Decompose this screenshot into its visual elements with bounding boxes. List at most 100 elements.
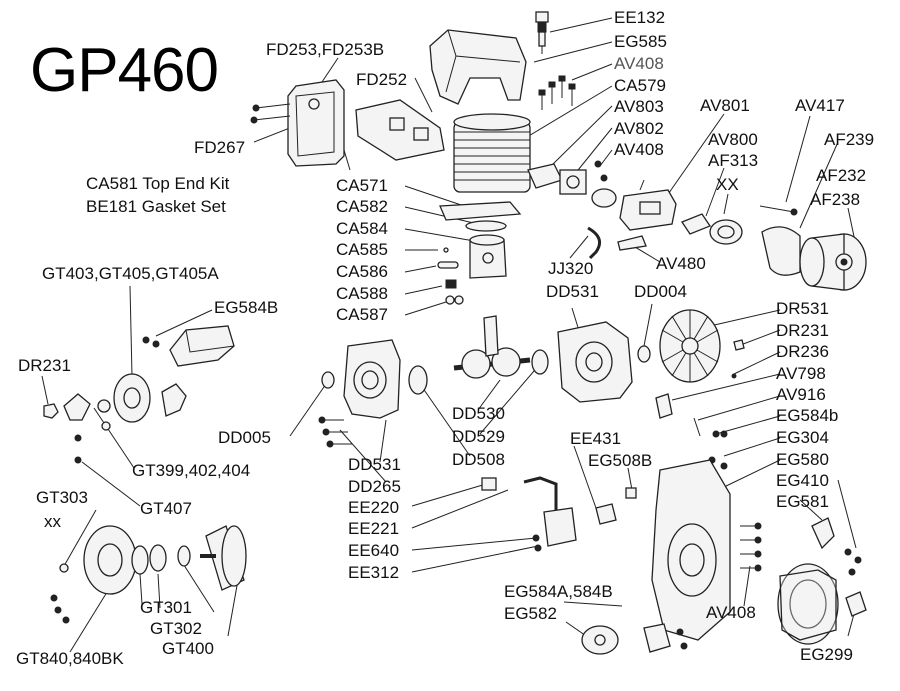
starter-handle (811, 517, 835, 550)
label-dd004: DD004 (634, 282, 687, 301)
spark-plug (535, 11, 549, 54)
label-av408-bottom: AV408 (706, 603, 756, 622)
label-eg585: EG585 (614, 32, 667, 51)
clutch-drum (83, 525, 247, 595)
label-dd265: DD265 (348, 477, 401, 496)
crankcase-screws (318, 416, 352, 448)
label-af313: AF313 (708, 151, 759, 170)
crankshaft (453, 315, 531, 379)
label-dd531-bottom: DD531 (348, 455, 401, 474)
starter-bolts (844, 548, 862, 576)
flywheel-key (731, 373, 737, 379)
base-gasket (439, 201, 522, 221)
label-ca579: CA579 (614, 76, 666, 95)
label-fd253: FD253,FD253B (266, 40, 385, 59)
label-gt301: GT301 (140, 598, 192, 617)
piston-ring (465, 220, 507, 232)
crank-seal-right (637, 345, 651, 363)
label-dd508: DD508 (452, 450, 505, 469)
label-dd529: DD529 (452, 427, 505, 446)
label-eg584a: EG584A,584B (504, 582, 613, 601)
label-eg581: EG581 (776, 492, 829, 511)
stop-switch (595, 487, 637, 525)
piston (469, 234, 507, 279)
label-ca585: CA585 (336, 240, 388, 259)
crankcase-right (557, 321, 633, 403)
ignition-coil (481, 476, 577, 552)
label-ee220: EE220 (348, 498, 400, 517)
drum-screws (50, 563, 70, 624)
label-ca571: CA571 (336, 176, 388, 195)
muffler-bolts (250, 103, 291, 124)
label-fd267: FD267 (194, 138, 246, 157)
label-af239: AF239 (824, 130, 875, 149)
label-ee221: EE221 (348, 519, 400, 538)
flywheel-nut (733, 339, 745, 351)
cylinder-cover (429, 29, 527, 105)
label-av802: AV802 (614, 119, 664, 138)
label-av480: AV480 (656, 254, 706, 273)
label-eg304: EG304 (776, 428, 829, 447)
label-eg580: EG580 (776, 450, 829, 469)
label-av417: AV417 (795, 96, 845, 115)
label-ca582: CA582 (336, 197, 388, 216)
kit-line-top-end: CA581 Top End Kit (86, 174, 230, 193)
air-filter-adaptor (681, 213, 743, 245)
crankcase-left (343, 339, 401, 419)
label-ee312: EE312 (348, 563, 400, 582)
piston-small-parts (437, 247, 464, 305)
label-av798: AV798 (776, 364, 826, 383)
throttle-lever (617, 235, 647, 251)
air-filter-cover (761, 226, 801, 276)
label-ca584: CA584 (336, 219, 388, 238)
cover-screws (538, 75, 576, 110)
starter-screws (740, 522, 762, 572)
label-gt407: GT407 (140, 499, 192, 518)
starter-dogs (643, 623, 688, 653)
label-eg584b-upper: EG584B (214, 298, 279, 317)
carburetor (619, 179, 677, 231)
stop-switch-bracket (655, 393, 701, 437)
label-av801: AV801 (700, 96, 750, 115)
carb-spacer (591, 188, 617, 208)
label-dd005: DD005 (218, 428, 271, 447)
clutch-nut (43, 403, 59, 419)
air-filter (799, 233, 867, 291)
label-xx-bottom: xx (44, 512, 61, 531)
label-av408-top: AV408 (614, 54, 664, 73)
label-av916: AV916 (776, 385, 826, 404)
label-gt840: GT840,840BK (16, 649, 124, 668)
label-gt400: GT400 (162, 639, 214, 658)
label-dr531: DR531 (776, 299, 829, 318)
label-dd530: DD530 (452, 404, 505, 423)
crank-bearing-left (408, 365, 428, 395)
starter-housing (651, 459, 731, 641)
label-dd531-top: DD531 (546, 282, 599, 301)
label-av408-mid: AV408 (614, 140, 664, 159)
kit-line-gasket-set: BE181 Gasket Set (86, 197, 226, 216)
muffler (287, 79, 351, 171)
label-xx-top: XX (716, 175, 739, 194)
starter-pulley (581, 625, 619, 655)
label-eg410: EG410 (776, 471, 829, 490)
clutch-bolts (74, 434, 82, 464)
crank-seal-left (321, 371, 335, 389)
label-eg299: EG299 (800, 645, 853, 664)
label-fd252: FD252 (356, 70, 408, 89)
clutch-cover-screws (142, 336, 160, 348)
label-eg508b: EG508B (588, 451, 653, 470)
label-ee132: EE132 (614, 8, 666, 27)
label-jj320: JJ320 (548, 259, 594, 278)
label-af232: AF232 (816, 166, 867, 185)
starter-pawl (845, 591, 867, 617)
label-ca586: CA586 (336, 262, 388, 281)
crank-bearing-right (531, 349, 549, 375)
label-ca588: CA588 (336, 284, 388, 303)
flywheel (659, 309, 721, 383)
label-ee431: EE431 (570, 429, 622, 448)
label-dr231-right: DR231 (776, 321, 829, 340)
recoil-starter (777, 563, 839, 645)
label-dr231-left: DR231 (18, 356, 71, 375)
label-gt302: GT302 (150, 619, 202, 638)
